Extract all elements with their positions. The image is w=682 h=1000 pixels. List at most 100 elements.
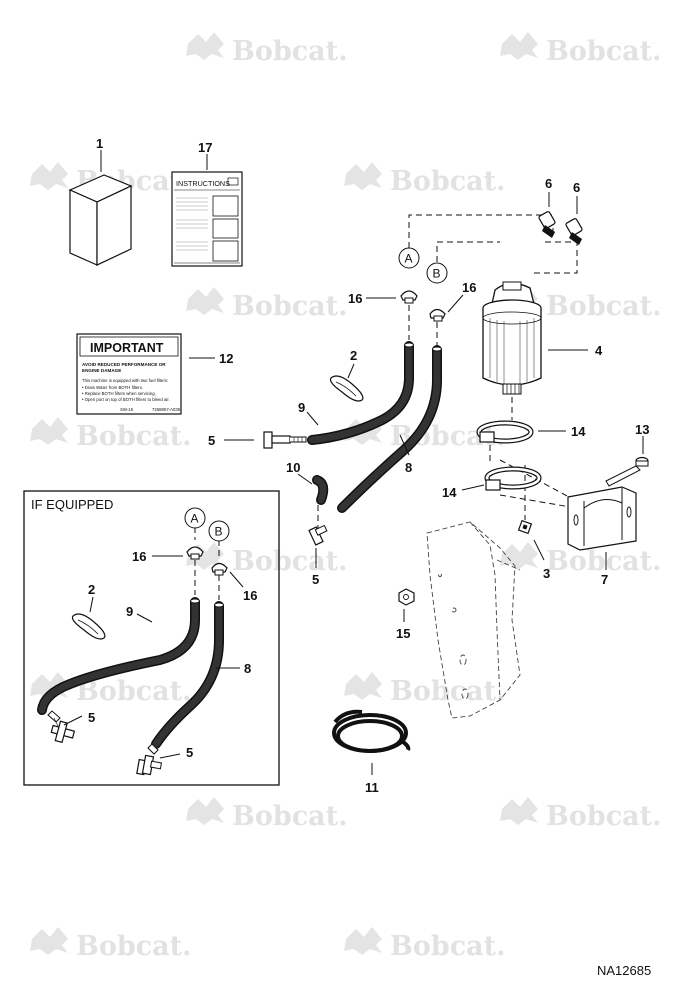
figure-id: NA12685 [597, 963, 651, 978]
mounting-plate-reference [426, 521, 521, 719]
decal-heading: IMPORTANT [90, 341, 164, 355]
watermark-text: Bobcat. [546, 546, 662, 577]
watermark-text: Bobcat. [232, 36, 348, 67]
inset-hose-8-part[interactable] [151, 601, 224, 749]
watermark-text: Bobcat. [546, 291, 662, 322]
callout-14-bottom: 14 [442, 485, 457, 500]
decal-bullet-2: • Replace BOTH filters when servicing. [82, 391, 156, 396]
watermark-text: Bobcat. [546, 36, 662, 67]
watermark-text: Bobcat. [546, 801, 662, 832]
callout-15: 15 [396, 626, 410, 641]
svg-text:A: A [405, 252, 413, 266]
leader-line [461, 484, 485, 491]
nut-15-part[interactable] [398, 588, 415, 606]
bobcat-logo-icon [344, 162, 382, 190]
hose-clamp-a-part[interactable] [400, 290, 418, 304]
fitting-6-right-part[interactable] [565, 218, 583, 245]
bobcat-logo-icon [30, 417, 68, 445]
connector-a-main: A [398, 247, 420, 269]
leader-line [399, 434, 410, 456]
coiled-hose-part[interactable] [332, 709, 411, 753]
inset-callout-16-b: 16 [243, 588, 257, 603]
watermark-text: Bobcat. [232, 546, 348, 577]
callout-7: 7 [601, 572, 608, 587]
connector-b-main: B [426, 262, 448, 284]
inset-band-strap-part[interactable] [71, 613, 106, 640]
callout-14-top: 14 [571, 424, 586, 439]
callout-17: 17 [198, 140, 212, 155]
inset-callout-5-b: 5 [186, 745, 193, 760]
svg-text:B: B [433, 267, 441, 281]
hose-9-part[interactable] [307, 341, 414, 445]
connector-a-inset: A [184, 507, 206, 529]
bobcat-logo-icon [186, 32, 224, 60]
bobcat-logo-icon [344, 927, 382, 955]
callout-5-left: 5 [208, 433, 215, 448]
bobcat-logo-icon [30, 927, 68, 955]
callout-11: 11 [365, 780, 379, 795]
elbow-hose-part[interactable] [312, 475, 329, 505]
band-strap-part[interactable] [329, 375, 364, 402]
tee-fitting-mid-part[interactable] [308, 524, 328, 546]
watermark-layer: Bobcat. Bobcat. Bobcat. Bobcat. Bobcat. … [30, 32, 662, 962]
callout-12: 12 [219, 351, 233, 366]
inset-tee-fitting-b-part[interactable] [136, 743, 163, 776]
band-clamp-bottom-part[interactable] [484, 466, 542, 491]
watermark-text: Bobcat. [390, 166, 506, 197]
decal-subheading-1: AVOID REDUCED PERFORMANCE OR [82, 362, 166, 367]
bolt-part[interactable] [605, 456, 649, 487]
fuel-filter-part[interactable] [482, 281, 542, 395]
connector-b-inset: B [208, 520, 230, 542]
leader-line [533, 539, 545, 561]
watermark-text: Bobcat. [390, 931, 506, 962]
leader-line [447, 294, 464, 313]
callout-16-a: 16 [348, 291, 362, 306]
inset-hose-clamp-b-part[interactable] [211, 562, 228, 576]
important-decal-part[interactable]: IMPORTANT AVOID REDUCED PERFORMANCE OR E… [76, 333, 182, 415]
band-clamp-top-part[interactable] [476, 420, 534, 444]
decal-body-intro: This machine is equipped with two fuel f… [82, 378, 168, 383]
callout-9-main: 9 [298, 400, 305, 415]
leader-line [229, 571, 244, 588]
decal-bullet-3: • Open port on top of BOTH filters to bl… [82, 397, 170, 402]
leader-line [63, 715, 83, 726]
leader-line [306, 411, 319, 426]
decal-code-right: 7268867-A035 [152, 407, 181, 412]
watermark-text: Bobcat. [232, 291, 348, 322]
svg-text:A: A [191, 512, 199, 526]
leader-line [136, 613, 153, 623]
inset-callout-9: 9 [126, 604, 133, 619]
tee-fitting-left-part[interactable] [263, 431, 307, 449]
watermark-text: Bobcat. [390, 676, 506, 707]
bobcat-logo-icon [500, 542, 538, 570]
callout-6-right: 6 [573, 180, 580, 195]
inset-hose-9-part[interactable] [37, 597, 200, 715]
leader-line [89, 596, 94, 613]
leader-line [159, 753, 181, 759]
kit-box-part[interactable] [68, 174, 133, 266]
inset-hose-clamp-a-part[interactable] [186, 546, 204, 560]
bobcat-logo-icon [30, 162, 68, 190]
fitting-6-left-part[interactable] [538, 211, 556, 238]
if-equipped-inset: IF EQUIPPED A B 16 16 [23, 490, 280, 786]
callout-1: 1 [96, 136, 103, 151]
hose-8-part[interactable] [337, 345, 442, 513]
mounting-bracket-part[interactable] [567, 486, 637, 551]
hose-clamp-b-part[interactable] [429, 308, 446, 322]
watermark-text: Bobcat. [76, 676, 192, 707]
callout-3: 3 [543, 566, 550, 581]
bobcat-logo-icon [344, 672, 382, 700]
callout-8-main: 8 [405, 460, 412, 475]
nut-3-part[interactable] [517, 519, 533, 535]
instructions-sheet-part[interactable]: INSTRUCTIONS [171, 171, 243, 267]
bobcat-logo-icon [186, 287, 224, 315]
bobcat-logo-icon [500, 797, 538, 825]
bobcat-logo-icon [500, 32, 538, 60]
decal-subheading-2: ENGINE DAMAGE [82, 368, 121, 373]
inset-callout-16-a: 16 [132, 549, 146, 564]
inset-title: IF EQUIPPED [31, 497, 113, 512]
leader-line [297, 473, 313, 485]
inset-tee-fitting-a-part[interactable] [47, 710, 76, 744]
